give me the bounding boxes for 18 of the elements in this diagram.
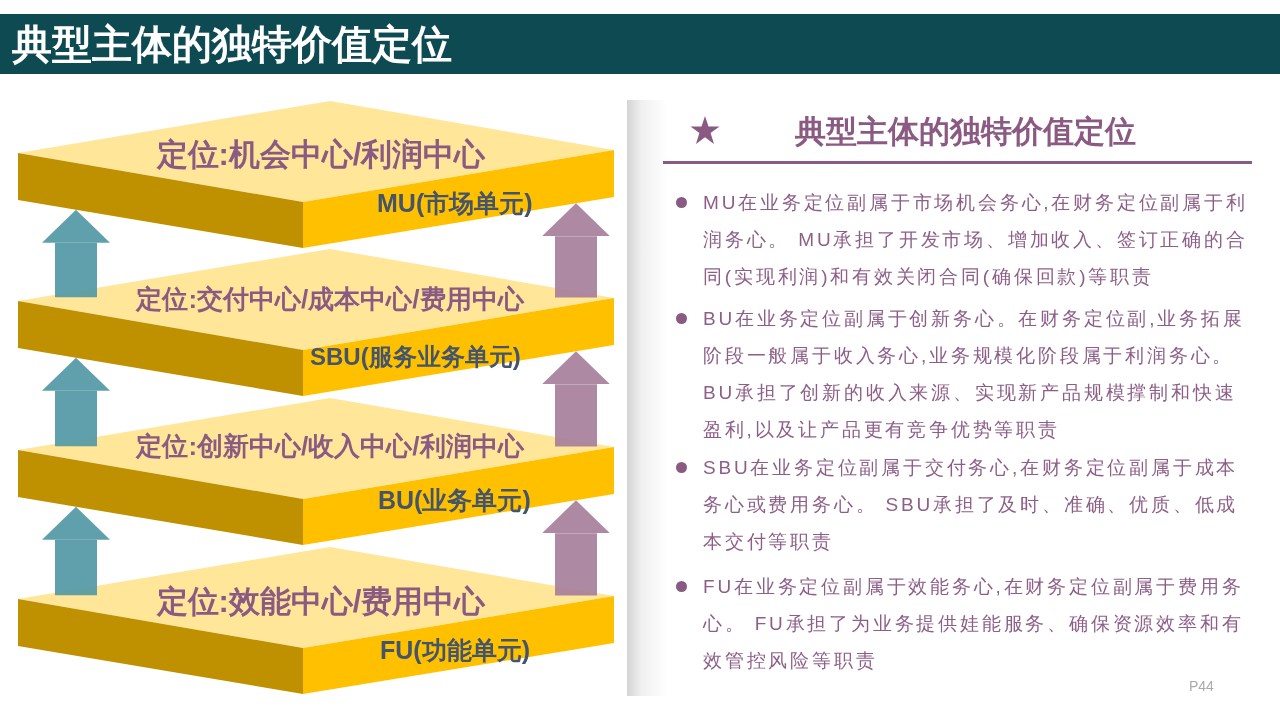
layer-title: 定位:机会中心/利润中心: [156, 137, 486, 173]
layer-slab: [18, 398, 614, 546]
bullet-text: BU在业务定位副属于创新务心。在财务定位副,业务拓展阶段一般属于收入务心,业务规模化阶段属于利润务心。BU承担了创新的收入来源、实现新产品规模撑制和快速盈利,以及让产品更有竞争优势等职责: [703, 307, 1246, 442]
bullet-text: FU在业务定位副属于效能务心,在财务定位副属于费用务心。 FU承担了为业务提供娃能服务、确保资源效率和有效管控风险等职责: [703, 575, 1245, 673]
unit-label: FU(功能单元): [380, 635, 530, 665]
heading: 典型主体的独特价值定位: [795, 113, 1136, 151]
layer-slab: [18, 547, 614, 695]
layer-slab: [18, 249, 614, 397]
title: 典型主体的独特价值定位: [12, 22, 452, 66]
layer-title: 定位:交付中心/成本中心/费用中心: [136, 285, 524, 315]
unit-label: BU(业务单元): [378, 485, 531, 515]
layer-title: 定位:创新中心/收入中心/利润中心: [136, 432, 524, 462]
bullet-text: MU在业务定位副属于市场机会务心,在财务定位副属于利润务心。 MU承担了开发市场、增加收入、签订正确的合同(实现利润)和有效关闭合同(确保回款)等职责: [703, 191, 1249, 289]
page-number: P44: [1189, 678, 1214, 694]
layer-title: 定位:效能中心/费用中心: [156, 584, 486, 620]
unit-label: MU(市场单元): [377, 188, 533, 218]
bullet-text: SBU在业务定位副属于交付务心,在财务定位副属于成本务心或费用务心。 SBU承担了及时、准确、优质、低成本交付等职责: [703, 456, 1240, 554]
layer-slab: [18, 101, 614, 249]
